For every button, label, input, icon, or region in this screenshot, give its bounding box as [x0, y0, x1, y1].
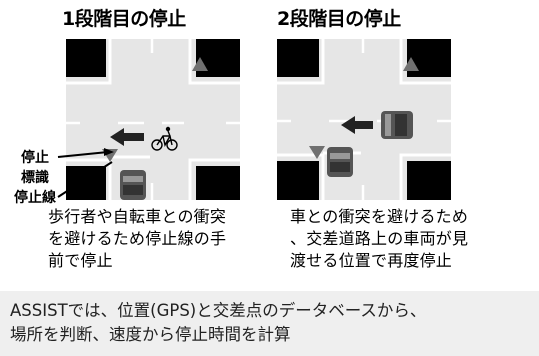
- note-line: 場所を判断、速度から停止時間を計算: [10, 325, 291, 344]
- building-block: [277, 39, 319, 77]
- car-icon: [381, 111, 413, 139]
- stop-sign-icon: [309, 146, 325, 159]
- caption-line: を避けるため停止線の手: [48, 229, 227, 248]
- car-icon: [327, 147, 353, 177]
- stage1-caption: 歩行者や自転車との衝突 を避けるため停止線の手 前で停止: [48, 206, 226, 272]
- building-block: [407, 39, 451, 77]
- arrow-icon: [110, 128, 144, 146]
- caption-line: 渡せる位置で再度停止: [290, 251, 453, 270]
- callout-lines: [57, 148, 114, 198]
- stop-sign-icon: [403, 57, 419, 71]
- building-block: [66, 39, 106, 77]
- building-block: [407, 161, 451, 200]
- stop-sign-icon: [192, 57, 208, 71]
- stop-sign-label-1: 停止: [21, 150, 49, 166]
- arrow-icon: [341, 116, 373, 134]
- stop-sign-label-2: 標識: [21, 170, 49, 186]
- assist-note-box: ASSISTでは、位置(GPS)と交差点のデータベースから、 場所を判断、速度か…: [0, 291, 539, 356]
- caption-line: 車との衝突を避けるため: [290, 207, 469, 226]
- building-block: [196, 166, 240, 200]
- road-edge-lines: [277, 39, 451, 200]
- bicycle-icon: [151, 126, 178, 151]
- stage2-caption: 車との衝突を避けるため 、交差道路上の車両が見 渡せる位置で再度停止: [290, 206, 468, 272]
- lane-markings: [66, 39, 240, 200]
- caption-line: 、交差道路上の車両が見: [290, 229, 469, 248]
- assist-note-text: ASSISTでは、位置(GPS)と交差点のデータベースから、 場所を判断、速度か…: [10, 299, 426, 347]
- car-icon: [120, 170, 146, 200]
- building-block: [277, 161, 319, 200]
- stage1-title: 1段階目の停止: [62, 8, 186, 30]
- stage2-title: 2段階目の停止: [277, 8, 401, 30]
- caption-line: 歩行者や自転車との衝突: [48, 207, 227, 226]
- note-line: ASSISTでは、位置(GPS)と交差点のデータベースから、: [10, 301, 427, 320]
- stop-line-label: 停止線: [14, 190, 56, 206]
- caption-line: 前で停止: [48, 251, 113, 270]
- building-block: [66, 166, 106, 200]
- stage2-intersection-diagram: [277, 39, 451, 200]
